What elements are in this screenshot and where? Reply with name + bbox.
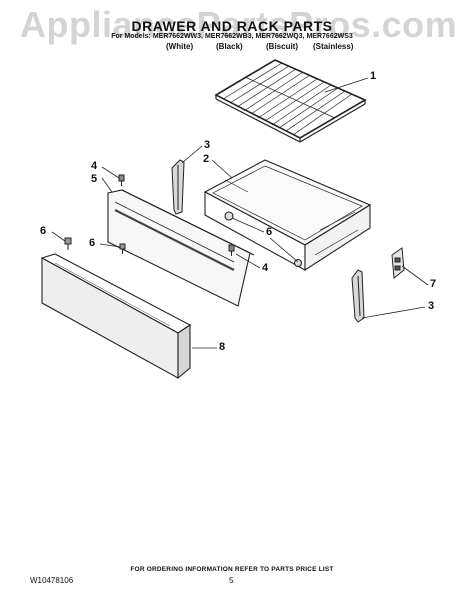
leader-lines <box>51 77 429 349</box>
callout-4-bottom: 4 <box>262 262 269 274</box>
drawer-front-panel <box>40 253 192 380</box>
drawer-body <box>203 159 372 272</box>
callout-3-top: 3 <box>204 139 211 151</box>
callout-7: 7 <box>430 278 437 290</box>
page-number: 5 <box>229 576 234 585</box>
screw-6a <box>64 237 72 250</box>
color-biscuit: (Biscuit) <box>266 42 298 51</box>
callout-1: 1 <box>370 70 377 82</box>
callout-4-top: 4 <box>91 160 98 172</box>
callout-6-mid: 6 <box>89 237 96 249</box>
watermark: AppliancePartsPros.com <box>20 4 458 45</box>
callout-8: 8 <box>219 341 226 353</box>
callout-6-left: 6 <box>40 225 47 237</box>
callout-2: 2 <box>203 153 210 165</box>
screw-4b <box>228 244 235 256</box>
page-title: DRAWER AND RACK PARTS <box>131 18 333 34</box>
model-list: For Models: MER7662WW3, MER7662WB3, MER7… <box>111 33 353 40</box>
callout-3-bottom: 3 <box>428 300 435 312</box>
screw-4a <box>118 174 125 186</box>
callout-6-right: 6 <box>266 226 273 238</box>
drawer-glide-right <box>351 269 365 323</box>
drawer-glide-left <box>171 159 185 215</box>
color-black: (Black) <box>216 42 243 51</box>
ordering-note: FOR ORDERING INFORMATION REFER TO PARTS … <box>130 566 334 573</box>
callout-5: 5 <box>91 173 98 185</box>
screw-6b <box>119 243 126 254</box>
oven-rack <box>214 59 367 143</box>
glide-bracket <box>391 247 405 279</box>
color-stainless: (Stainless) <box>313 42 354 51</box>
color-white: (White) <box>166 42 194 51</box>
drawer-inner-panel <box>107 189 255 307</box>
document-number: W10478106 <box>30 576 74 585</box>
